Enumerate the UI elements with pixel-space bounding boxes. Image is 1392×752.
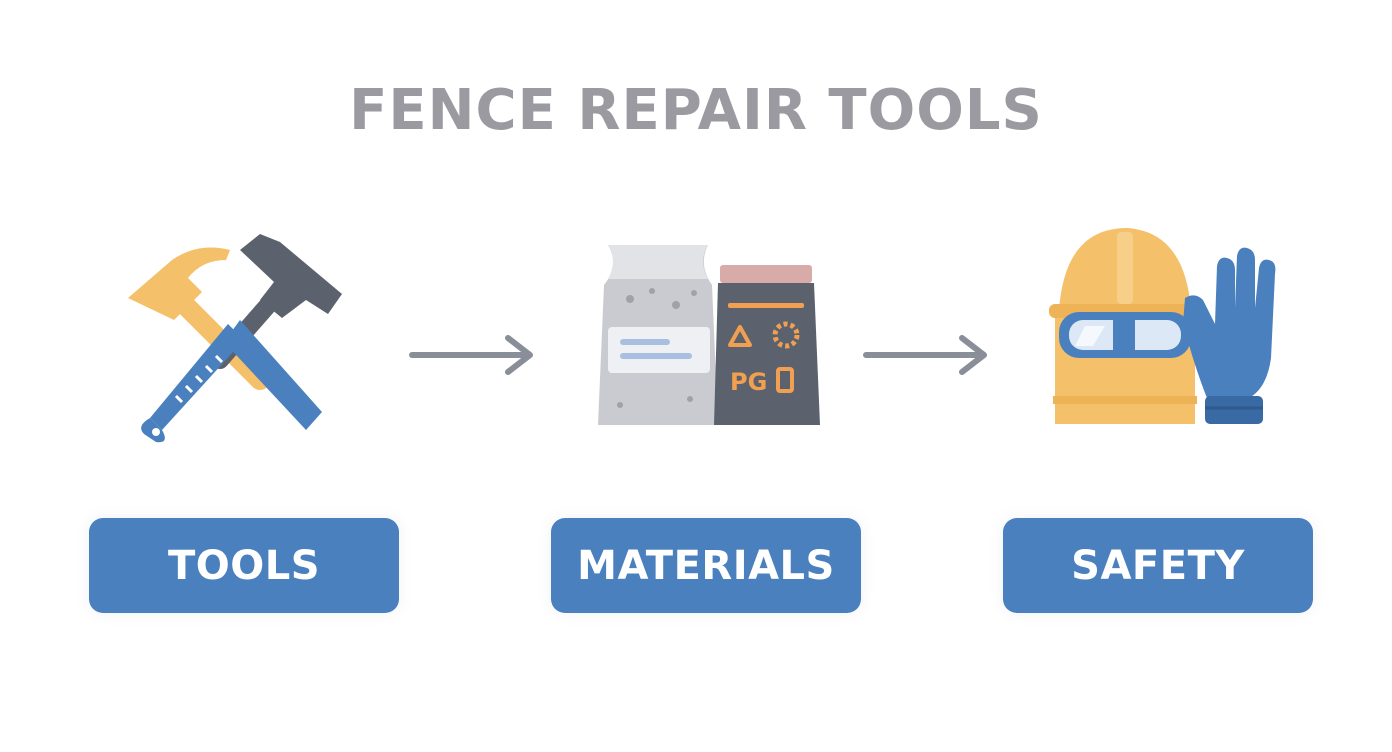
arrow-right-icon xyxy=(409,335,533,375)
material-bags-icon: PG xyxy=(590,235,830,435)
hardhat-goggles-glove-icon xyxy=(1049,228,1276,424)
tools-label: TOOLS xyxy=(89,518,399,613)
safety-label: SAFETY xyxy=(1003,518,1313,613)
materials-label: MATERIALS xyxy=(551,518,861,613)
diagram-title: FENCE REPAIR TOOLS xyxy=(349,78,1043,143)
arrow-right-icon xyxy=(863,335,987,375)
bag-label-text: PG xyxy=(730,368,768,396)
crossed-hammer-saw-icon xyxy=(128,234,342,443)
